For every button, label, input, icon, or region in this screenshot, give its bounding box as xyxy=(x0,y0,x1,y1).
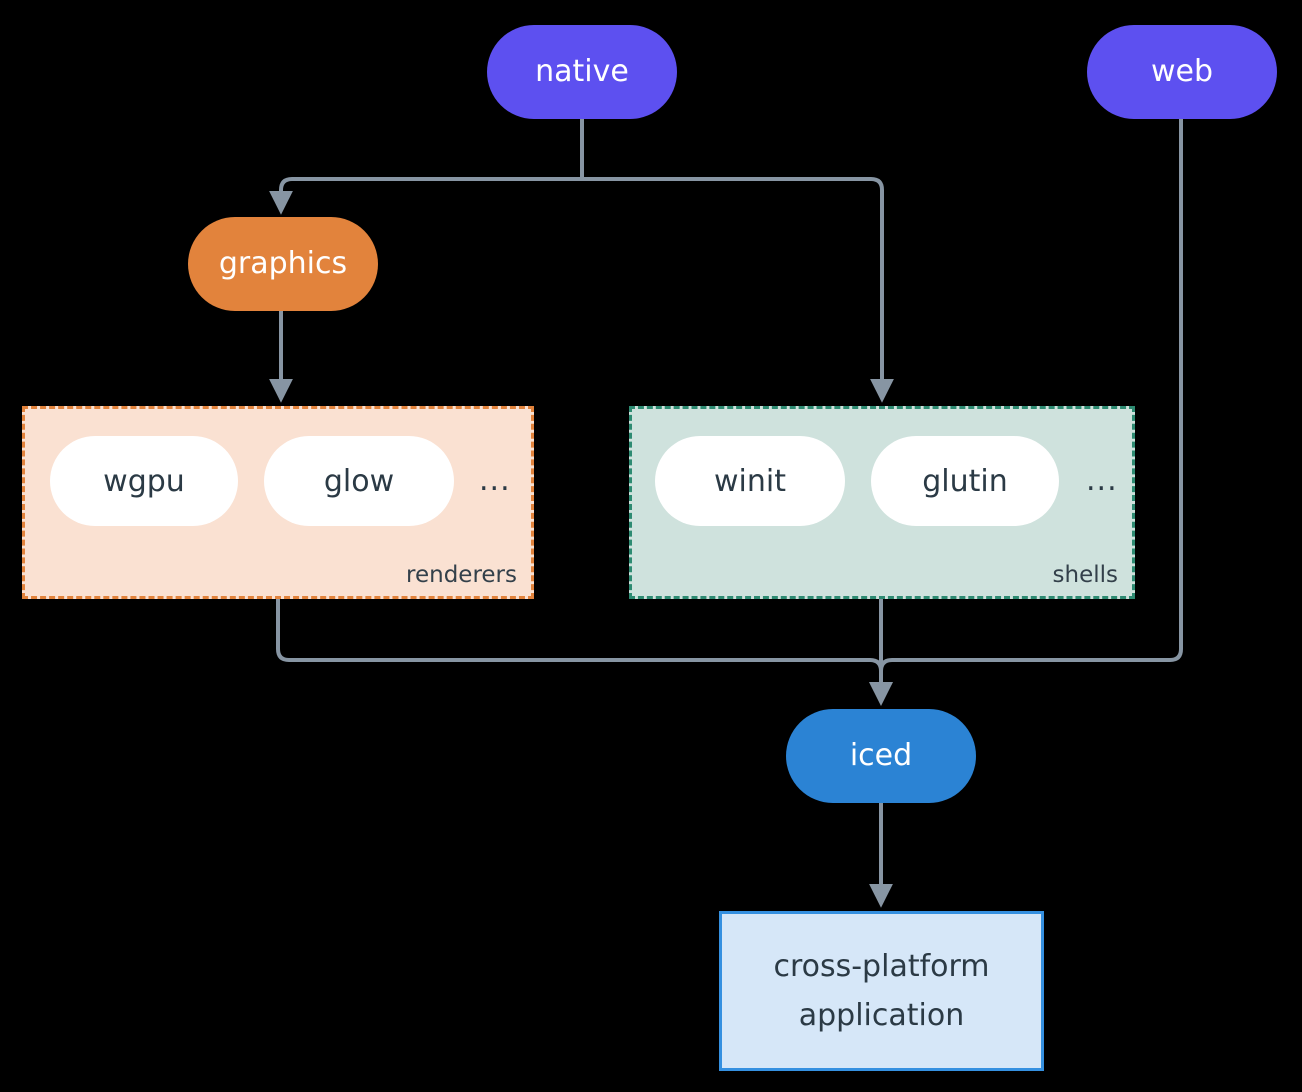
node-glow[interactable]: glow xyxy=(264,436,454,526)
cluster-renderers-label: renderers xyxy=(406,562,517,588)
node-winit-label: winit xyxy=(714,463,786,499)
renderers-more-ellipsis: ... xyxy=(479,463,511,498)
node-iced[interactable]: iced xyxy=(786,709,976,803)
edge-native-to-graphics xyxy=(269,119,584,215)
node-wgpu[interactable]: wgpu xyxy=(50,436,238,526)
node-native[interactable]: native xyxy=(487,25,677,119)
shells-more-ellipsis: ... xyxy=(1086,463,1118,498)
node-wgpu-label: wgpu xyxy=(103,463,185,499)
node-glow-label: glow xyxy=(323,463,395,499)
edge-native-to-shells xyxy=(580,119,894,403)
application-label-line1: cross-platform xyxy=(773,948,990,984)
node-winit[interactable]: winit xyxy=(655,436,845,526)
node-cross-platform-application[interactable]: cross-platform application xyxy=(719,911,1044,1071)
node-graphics-label: graphics xyxy=(218,246,348,282)
node-web[interactable]: web xyxy=(1087,25,1277,119)
node-graphics[interactable]: graphics xyxy=(188,217,378,311)
node-native-label: native xyxy=(535,54,629,90)
edge-renderers-to-iced xyxy=(276,599,893,706)
node-web-label: web xyxy=(1150,54,1214,90)
node-iced-label: iced xyxy=(849,738,913,774)
cluster-shells-label: shells xyxy=(1052,562,1118,588)
node-glutin[interactable]: glutin xyxy=(871,436,1059,526)
node-glutin-label: glutin xyxy=(922,463,1008,499)
application-label-line2: application xyxy=(798,998,965,1033)
